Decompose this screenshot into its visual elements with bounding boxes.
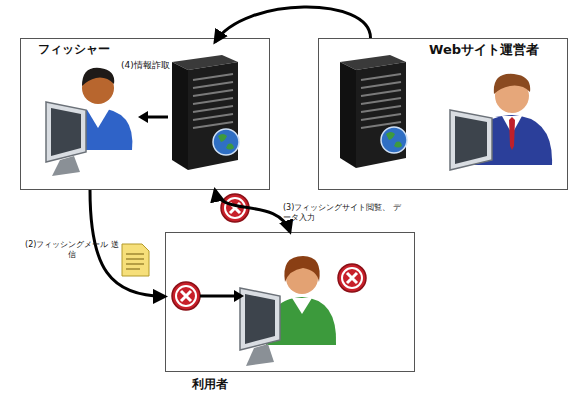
web-server <box>361 74 401 128</box>
phisher-server <box>193 122 233 128</box>
web-server <box>340 55 406 70</box>
phisher-server <box>213 129 239 155</box>
phisher-server <box>193 74 233 80</box>
web-operator <box>502 116 522 134</box>
edge-label: (3)フィッシングサイト閲覧、 データ入力 <box>283 203 405 223</box>
mail-document <box>126 258 144 259</box>
deny-mark <box>181 291 191 301</box>
web-server <box>340 62 356 168</box>
deny-mark <box>230 203 240 213</box>
phisher-person <box>62 68 132 150</box>
web-server <box>361 122 401 128</box>
user-monitor <box>240 288 280 350</box>
deny-mark <box>221 194 249 222</box>
web-operator <box>470 74 552 165</box>
step-label: (4)情報詐取 <box>121 60 201 71</box>
deny-mark <box>172 282 200 310</box>
flow-line <box>200 290 244 302</box>
web-monitor <box>455 116 487 164</box>
group-box: Webサイト運営者 <box>318 38 568 190</box>
user-person <box>292 298 312 314</box>
deny-mark <box>176 286 196 306</box>
phisher-person <box>62 108 132 150</box>
web-server <box>361 98 401 104</box>
deny-mark <box>221 194 249 222</box>
flow-line <box>200 295 236 298</box>
phisher-server <box>172 62 188 170</box>
mail-document <box>122 244 149 276</box>
phisher-server <box>218 134 234 150</box>
deny-mark <box>172 282 200 310</box>
web-server <box>356 62 406 168</box>
deny-mark <box>338 264 366 292</box>
group-title: 利用者 <box>190 376 230 393</box>
internal-arrow <box>146 116 168 119</box>
user-person <box>284 256 319 282</box>
phisher-monitor <box>52 156 80 176</box>
phisher-person <box>86 108 110 128</box>
web-server <box>386 132 402 148</box>
phisher-server <box>172 55 239 170</box>
user-monitor <box>246 344 274 366</box>
user-monitor <box>240 288 280 366</box>
mail-document <box>126 268 140 269</box>
phisher-server <box>172 55 238 70</box>
web-monitor <box>450 110 492 170</box>
mail-document <box>126 263 144 264</box>
mail-document <box>126 253 144 254</box>
web-operator <box>494 74 530 94</box>
phisher-server <box>193 98 233 104</box>
phisher-server <box>193 90 233 96</box>
group-title: フィッシャー <box>36 41 112 58</box>
phisher-monitor <box>46 102 86 176</box>
phisher-server <box>193 106 233 112</box>
phisher-person <box>82 72 114 104</box>
web-server <box>361 82 401 88</box>
web-server <box>361 114 401 120</box>
group-title: Webサイト運営者 <box>427 41 541 59</box>
user-person <box>286 262 318 294</box>
mail-document <box>126 254 144 269</box>
phisher-server <box>193 114 233 120</box>
user-person <box>266 256 336 345</box>
phisher-monitor <box>51 108 81 156</box>
web-operator <box>509 117 515 150</box>
internal-arrow <box>138 111 148 123</box>
web-server <box>340 55 407 168</box>
flow-arrow <box>215 190 290 232</box>
flow-arrow <box>215 7 371 42</box>
web-operator <box>495 79 529 113</box>
user-person <box>266 297 336 345</box>
phisher-server <box>193 82 233 88</box>
mail-document <box>122 244 149 276</box>
edge-label: (2)フィッシングメール 送信 <box>24 240 120 260</box>
group-box: 利用者 <box>165 232 415 372</box>
phisher-server <box>188 62 238 170</box>
deny-mark <box>342 268 362 288</box>
deny-mark <box>225 198 245 218</box>
phisher-server <box>193 74 233 128</box>
internal-arrow <box>138 111 168 123</box>
web-server <box>361 106 401 112</box>
web-server <box>361 74 401 80</box>
phisher-monitor <box>46 102 86 162</box>
deny-mark <box>338 264 366 292</box>
deny-mark <box>347 273 357 283</box>
web-server <box>381 127 407 153</box>
phisher-person <box>82 68 114 86</box>
user-monitor <box>245 294 275 344</box>
flow-line <box>234 290 244 302</box>
web-server <box>361 90 401 96</box>
web-operator <box>470 115 552 165</box>
web-monitor <box>450 110 492 170</box>
